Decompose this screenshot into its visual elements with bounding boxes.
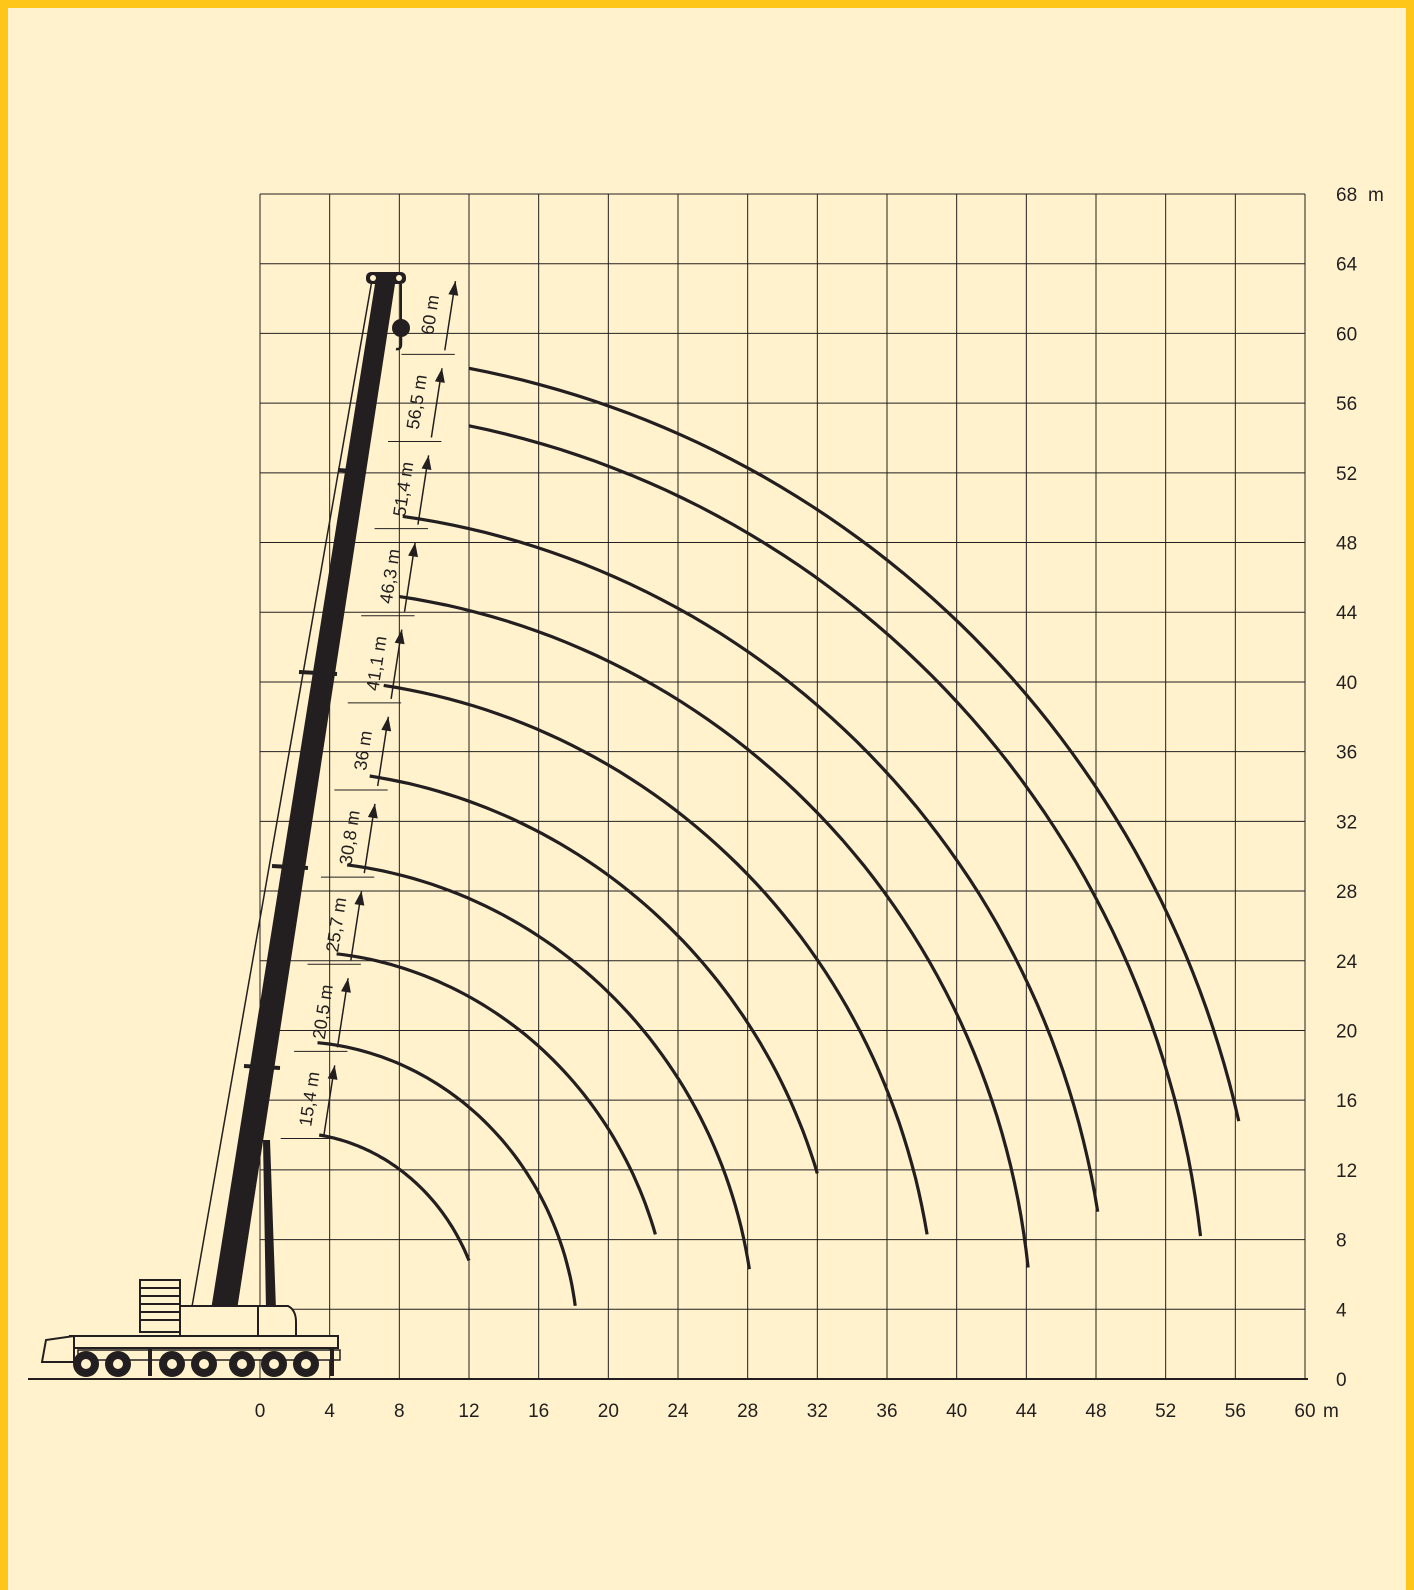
arrow-up-icon xyxy=(341,978,351,993)
boom-length-label: 41,1 m xyxy=(362,635,390,692)
boom-length-marker: 20,5 m xyxy=(294,978,351,1052)
x-tick-label: 24 xyxy=(667,1401,689,1422)
boom-length-marker: 56,5 m xyxy=(388,368,445,442)
carrier-wheels xyxy=(73,1351,319,1377)
boom-length-label: 60 m xyxy=(417,294,443,337)
superstructure xyxy=(179,1305,263,1339)
x-tick-label: 44 xyxy=(1016,1401,1038,1422)
arrow-up-icon xyxy=(367,803,378,819)
y-tick-label: 32 xyxy=(1336,812,1357,833)
x-tick-label: 8 xyxy=(394,1401,405,1422)
boom-length-marker: 41,1 m xyxy=(347,629,405,704)
crane-boom xyxy=(211,284,395,1310)
y-tick-label: 28 xyxy=(1336,882,1357,903)
arrow-up-icon xyxy=(381,716,392,732)
y-tick-label: 44 xyxy=(1336,603,1358,624)
boom-length-label: 15,4 m xyxy=(295,1070,323,1127)
radius-curve-2 xyxy=(317,1041,577,1307)
boom-length-marker: 46,3 m xyxy=(361,542,418,617)
arrow-up-icon xyxy=(448,281,459,296)
arrow-up-icon xyxy=(421,455,432,470)
counterweight xyxy=(139,1279,181,1333)
y-tick-label: 40 xyxy=(1336,673,1357,694)
arrow-up-icon xyxy=(394,629,405,645)
x-tick-label: 16 xyxy=(528,1401,549,1422)
hook-icon xyxy=(395,337,403,351)
arrow-up-icon xyxy=(327,1065,338,1080)
y-tick-label: 56 xyxy=(1336,394,1357,415)
radius-curve-9 xyxy=(468,424,1203,1237)
radius-curve-8 xyxy=(402,514,1100,1212)
y-tick-label: 36 xyxy=(1336,743,1357,764)
y-tick-label: 20 xyxy=(1336,1021,1357,1042)
radius-curve-5 xyxy=(369,774,819,1174)
boom-length-marker: 60 m xyxy=(401,281,459,355)
y-tick-label: 4 xyxy=(1336,1300,1347,1321)
boom-length-marker: 15,4 m xyxy=(280,1065,338,1140)
luffing-cylinder xyxy=(263,1140,276,1310)
boom-length-marker: 51,4 m xyxy=(374,455,432,530)
x-axis-unit: m xyxy=(1323,1401,1339,1422)
y-tick-label: 12 xyxy=(1336,1161,1357,1182)
y-tick-label: 24 xyxy=(1336,952,1358,973)
boom-length-label: 20,5 m xyxy=(309,983,337,1040)
x-tick-label: 40 xyxy=(946,1401,967,1422)
y-axis-unit: m xyxy=(1368,185,1384,206)
x-tick-label: 56 xyxy=(1225,1401,1246,1422)
boom-length-label: 56,5 m xyxy=(403,373,431,430)
x-tick-label: 60 xyxy=(1294,1401,1315,1422)
y-tick-label: 64 xyxy=(1336,255,1358,276)
boom-head xyxy=(366,272,406,284)
arrow-up-icon xyxy=(354,891,365,906)
y-tick-label: 52 xyxy=(1336,464,1357,485)
boom-section-joints xyxy=(243,468,367,1070)
y-tick-label: 60 xyxy=(1336,324,1357,345)
hook-block-icon xyxy=(392,319,410,337)
arrow-up-icon xyxy=(434,368,445,383)
arrow-up-icon xyxy=(408,542,418,558)
y-tick-label: 8 xyxy=(1336,1231,1347,1252)
y-tick-label: 0 xyxy=(1336,1370,1347,1391)
boom-length-label: 25,7 m xyxy=(322,896,350,953)
radius-curve-3 xyxy=(336,952,657,1235)
x-tick-label: 4 xyxy=(324,1401,335,1422)
y-tick-label: 48 xyxy=(1336,534,1357,555)
radius-curve-10 xyxy=(468,366,1241,1122)
radius-curve-4 xyxy=(346,863,751,1270)
crane-illustration xyxy=(40,272,410,1377)
x-tick-label: 52 xyxy=(1155,1401,1176,1422)
carrier-cab xyxy=(40,1334,75,1363)
x-tick-label: 28 xyxy=(737,1401,758,1422)
x-tick-label: 36 xyxy=(876,1401,897,1422)
radius-curve-6 xyxy=(383,683,929,1235)
radius-curve-7 xyxy=(399,595,1030,1268)
x-tick-label: 12 xyxy=(458,1401,479,1422)
y-tick-label: 16 xyxy=(1336,1091,1357,1112)
x-tick-label: 48 xyxy=(1085,1401,1106,1422)
radius-curves xyxy=(317,366,1241,1307)
crane-cab xyxy=(257,1305,297,1339)
chart-grid xyxy=(259,193,1306,1380)
x-tick-label: 0 xyxy=(255,1401,266,1422)
boom-length-label: 51,4 m xyxy=(389,460,417,517)
radius-curve-1 xyxy=(318,1133,471,1262)
carrier-chassis xyxy=(69,1335,339,1349)
guy-line xyxy=(189,279,373,1319)
boom-length-label: 36 m xyxy=(350,729,376,772)
x-tick-label: 32 xyxy=(807,1401,828,1422)
x-tick-label: 20 xyxy=(598,1401,619,1422)
boom-length-label: 30,8 m xyxy=(336,809,364,866)
boom-length-marker: 25,7 m xyxy=(307,890,365,965)
y-tick-label: 68 xyxy=(1336,185,1357,206)
